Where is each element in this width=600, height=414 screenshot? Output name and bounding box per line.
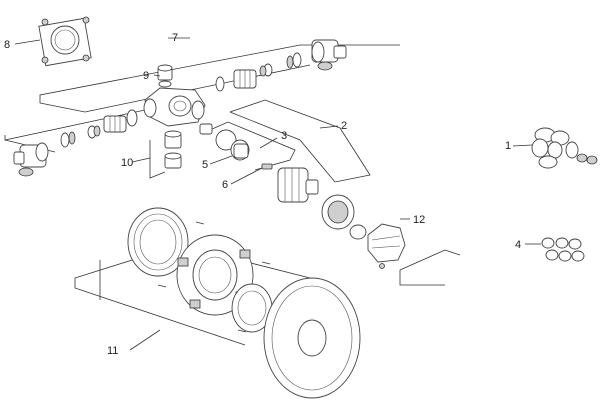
valve-body-part [143,87,206,127]
callout-1: 1 [505,140,511,152]
group-outline-3 [209,121,296,171]
upper-check-valve [215,69,257,92]
callout-5: 5 [202,159,208,171]
cover-plate-part [263,277,361,399]
left-check-valve [103,115,127,133]
plate-screws [157,221,271,333]
control-handle-part [367,223,406,269]
body-seal-ring [126,109,138,127]
callout-12: 12 [413,214,425,226]
sleeve-part [321,194,367,240]
outlet-nut-part [164,130,182,169]
spindle-head-part [199,123,250,161]
callout-8: 8 [4,39,10,51]
back-seal-ring [127,207,189,277]
callout-2: 2 [341,120,347,132]
left-elbow-fitting [13,142,49,177]
callout-7: 7 [172,32,178,44]
callout-9: 9 [143,70,149,82]
group-outline-right-bottom [399,249,461,286]
callout-3: 3 [281,130,287,142]
mounting-frame-part [38,16,92,67]
leader-lines [14,39,541,351]
callout-11: 11 [107,345,118,357]
callout-6: 6 [222,179,228,191]
upper-elbow-fitting [311,39,347,71]
seal-kit-part-1 [531,127,598,169]
washer-kit-part-4 [541,237,585,262]
callout-10: 10 [121,157,133,169]
group-outline-10 [149,140,166,179]
upper-olive-rings [259,52,302,77]
callout-4: 4 [515,239,521,251]
screw-part [261,163,273,170]
mounting-plate-part [176,234,254,316]
group-outline-2 [229,99,371,183]
cartridge-part [277,167,319,203]
left-olive-rings [60,125,101,148]
top-plug-part [157,64,173,88]
